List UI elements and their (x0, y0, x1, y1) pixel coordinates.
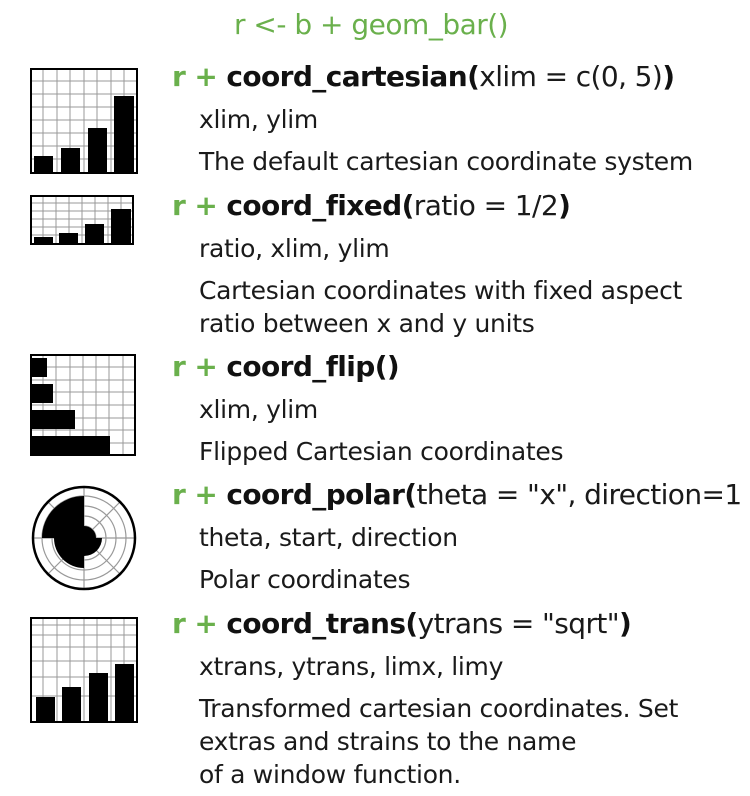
description: The default cartesian coordinate system (199, 147, 693, 176)
function-name: coord_fixed( (226, 189, 414, 222)
function-args: theta = "x", direction=1 (416, 478, 750, 511)
polar-bars-icon (31, 485, 137, 591)
params: xtrans, ytrans, limx, limy (199, 652, 504, 681)
description-line-3: of a window function. (199, 760, 461, 789)
description-line-1: Cartesian coordinates with fixed aspect (199, 276, 683, 305)
function-close: ) (662, 60, 675, 93)
function-name: coord_cartesian( (226, 60, 480, 93)
params: theta, start, direction (199, 523, 458, 552)
params: ratio, xlim, ylim (199, 234, 390, 263)
function-args: xlim = c(0, 5) (479, 60, 663, 93)
description: Polar coordinates (199, 565, 411, 594)
prefix: r + (172, 350, 227, 383)
prefix: r + (172, 189, 227, 222)
prefix: r + (172, 478, 227, 511)
description-line-2: ratio between x and y units (199, 309, 535, 338)
header-code: r <- b + geom_bar() (234, 8, 509, 41)
function-signature: r + coord_cartesian(xlim = c(0, 5)) (172, 60, 675, 93)
function-args: ytrans = "sqrt" (417, 607, 620, 640)
function-signature: r + coord_fixed(ratio = 1/2) (172, 189, 571, 222)
function-signature: r + coord_polar(theta = "x", direction=1… (172, 478, 750, 511)
function-signature: r + coord_flip() (172, 350, 400, 383)
params: xlim, ylim (199, 105, 318, 134)
function-args: ratio = 1/2 (413, 189, 559, 222)
function-close: ) (558, 189, 571, 222)
fixed-bars-icon (30, 195, 134, 245)
description-line-2: extras and strains to the name (199, 727, 577, 756)
flipped-bars-icon (30, 354, 136, 456)
function-name: coord_polar( (226, 478, 417, 511)
cartesian-bars-icon (30, 68, 138, 174)
prefix: r + (172, 607, 227, 640)
function-close: ) (619, 607, 632, 640)
function-signature: r + coord_trans(ytrans = "sqrt") (172, 607, 632, 640)
function-name: coord_trans( (226, 607, 418, 640)
trans-bars-icon (30, 617, 138, 723)
params: xlim, ylim (199, 395, 318, 424)
description: Flipped Cartesian coordinates (199, 437, 564, 466)
function-name: coord_flip() (226, 350, 400, 383)
prefix: r + (172, 60, 227, 93)
description-line-1: Transformed cartesian coordinates. Set (199, 694, 679, 723)
